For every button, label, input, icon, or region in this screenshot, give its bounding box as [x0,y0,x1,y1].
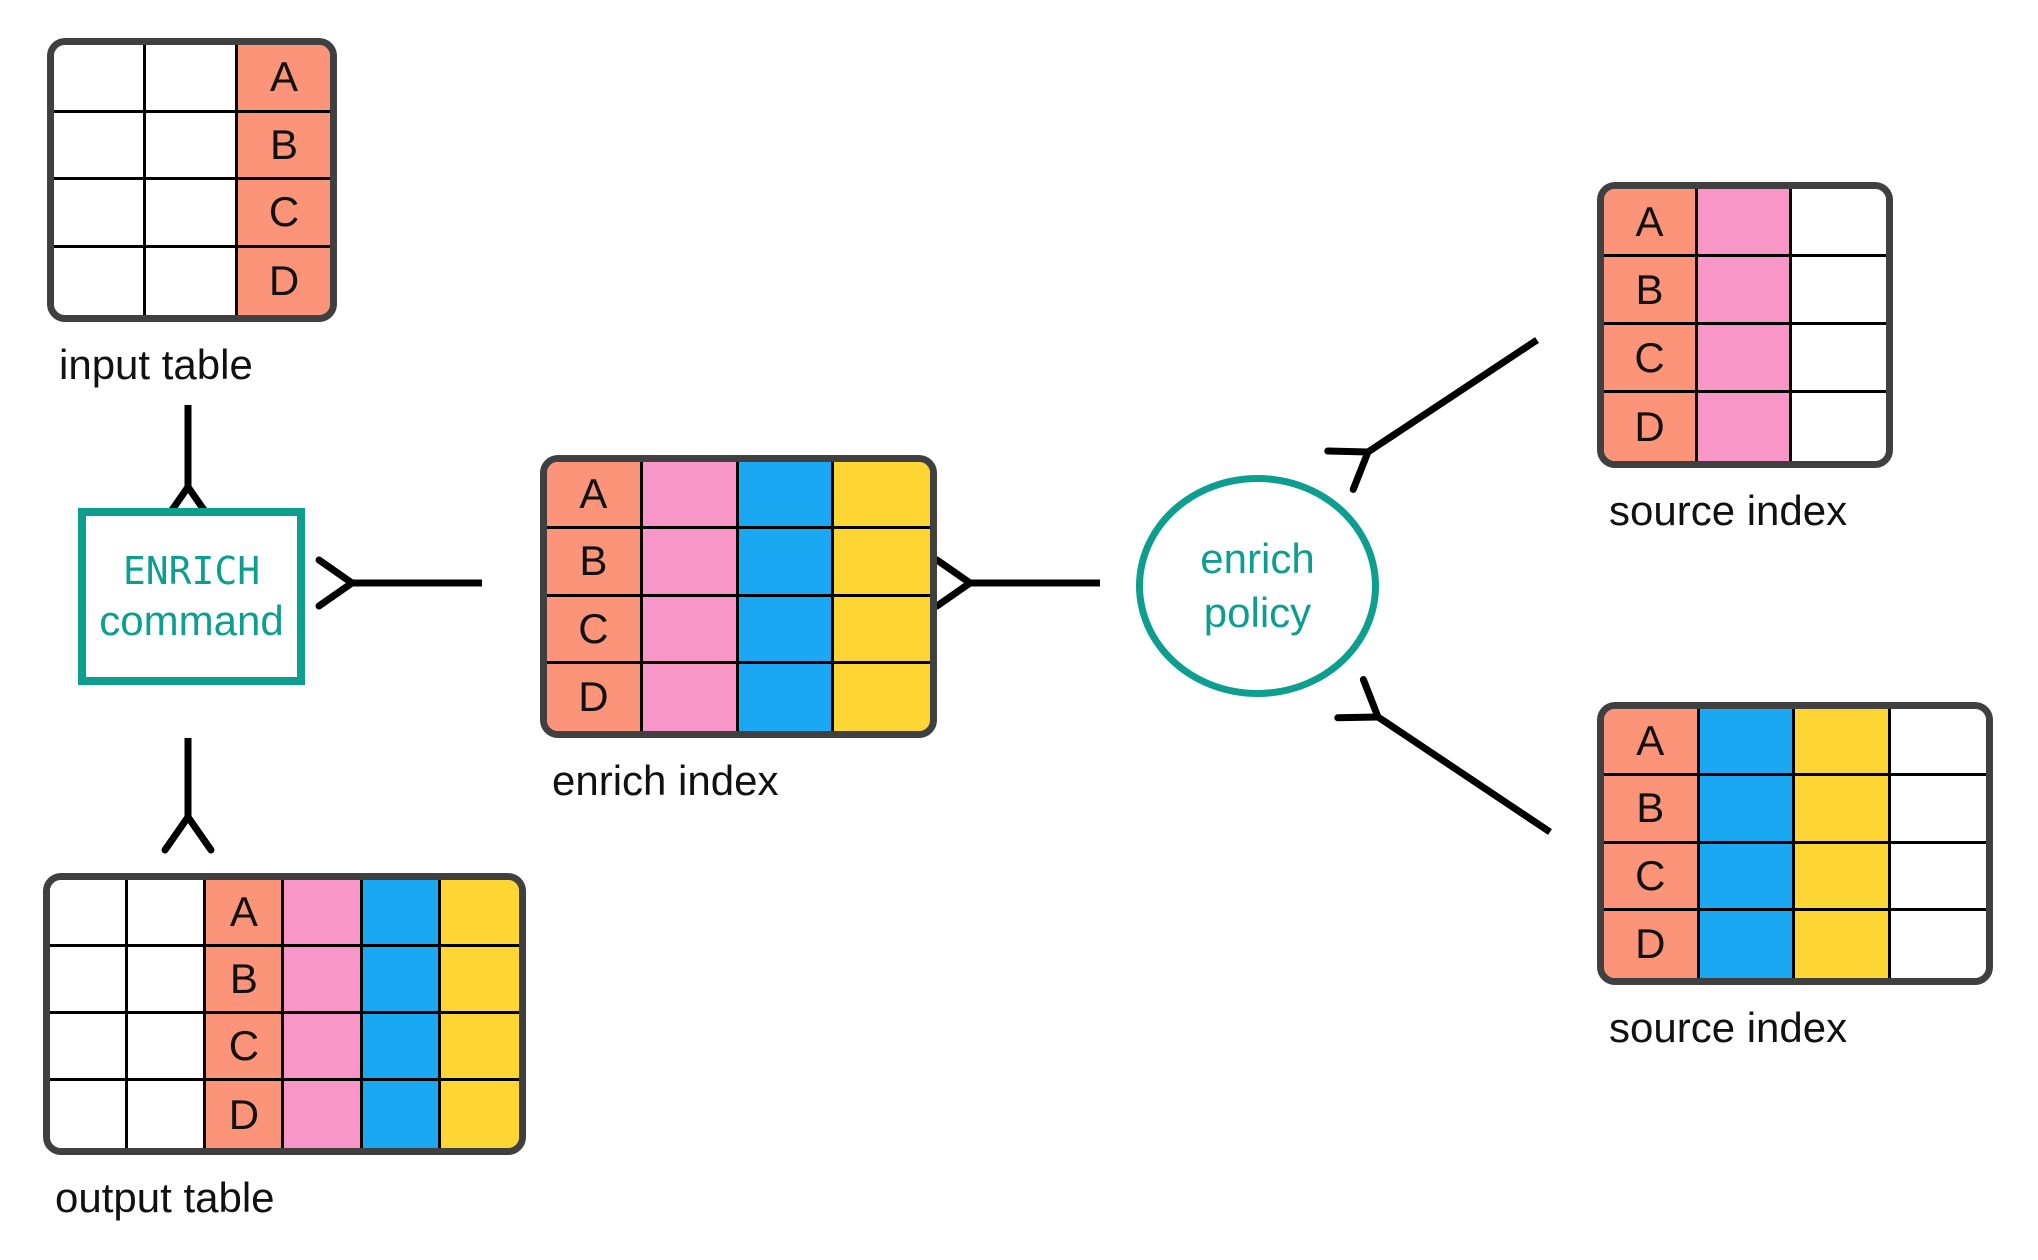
row-letter-cell: B [206,947,285,1014]
table-cell [738,596,835,664]
table-cell [738,663,835,731]
output-table-label: output table [55,1174,275,1221]
table-cell [1698,257,1792,325]
row-letter-cell: A [547,462,643,530]
table-cell [1792,393,1886,461]
table-cell [54,247,146,315]
table-cell [362,1081,441,1148]
table-cell [146,180,238,248]
table-cell [1890,709,1986,777]
table-cell [642,663,739,731]
row-letter-cell: B [1604,776,1700,844]
table-cell [834,596,930,664]
row-letter-cell: C [206,1014,285,1081]
table-cell [128,1081,207,1148]
table-cell [440,1014,519,1081]
table-cell [1698,325,1792,393]
table-cell [1792,189,1886,257]
row-letter-cell: B [547,529,643,597]
table-cell [834,529,930,597]
table-cell [128,880,207,947]
table-cell [50,1081,129,1148]
source-index-bottom-label: source index [1609,1004,1848,1051]
table-cell [1699,776,1795,844]
table-cell [738,462,835,530]
table-cell [54,112,146,180]
row-letter-cell: A [206,880,285,947]
arrow-source-top-to-policy [1324,337,1539,493]
enrich-command-keyword: ENRICH [122,548,261,593]
table-cell [50,1014,129,1081]
enrich-command-node: ENRICH command [78,508,305,685]
table-cell [128,947,207,1014]
enrich-index-label: enrich index [552,757,779,804]
source-index-top-label: source index [1609,487,1848,534]
arrow-source-bottom-to-policy [1334,676,1552,835]
row-letter-cell: A [1604,189,1698,257]
row-letter-cell: C [547,596,643,664]
table-cell [1699,709,1795,777]
row-letter-cell: D [1604,393,1698,461]
row-letter-cell: C [238,180,330,248]
table-cell [146,112,238,180]
enrich-policy-node: enrich policy [1136,475,1379,697]
table-cell [50,880,129,947]
row-letter-cell: D [547,663,643,731]
row-letter-cell: C [1604,325,1698,393]
table-cell [1795,843,1891,911]
table-cell [362,947,441,1014]
input-table-label: input table [59,341,253,388]
enrich-command-word: command [99,596,284,644]
row-letter-cell: B [1604,257,1698,325]
table-cell [284,880,363,947]
table-cell [1795,709,1891,777]
row-letter-cell: D [206,1081,285,1148]
table-cell [440,947,519,1014]
table-cell [440,880,519,947]
table-cell [284,1081,363,1148]
enrich-policy-line2: policy [1203,589,1312,636]
row-letter-cell: D [238,247,330,315]
table-cell [1792,325,1886,393]
table-cell [1699,843,1795,911]
row-letter-cell: A [1604,709,1700,777]
table-cell [362,880,441,947]
table-cell [284,947,363,1014]
table-cell [128,1014,207,1081]
row-letter-cell: B [238,112,330,180]
table-cell [738,529,835,597]
table-cell [834,663,930,731]
table-cell [1699,910,1795,978]
table-cell [1698,189,1792,257]
row-letter-cell: A [238,45,330,113]
table-cell [642,462,739,530]
table-cell [1890,776,1986,844]
row-letter-cell: D [1604,910,1700,978]
table-cell [146,45,238,113]
table-cell [1890,843,1986,911]
enrich-policy-line1: enrich [1200,535,1315,582]
table-cell [834,462,930,530]
table-cell [146,247,238,315]
table-cell [440,1081,519,1148]
table-cell [362,1014,441,1081]
table-cell [1890,910,1986,978]
table-cell [1698,393,1792,461]
table-cell [1795,776,1891,844]
table-cell [50,947,129,1014]
table-cell [1792,257,1886,325]
row-letter-cell: C [1604,843,1700,911]
table-cell [642,529,739,597]
table-cell [284,1014,363,1081]
table-cell [54,45,146,113]
table-cell [1795,910,1891,978]
table-cell [642,596,739,664]
table-cell [54,180,146,248]
